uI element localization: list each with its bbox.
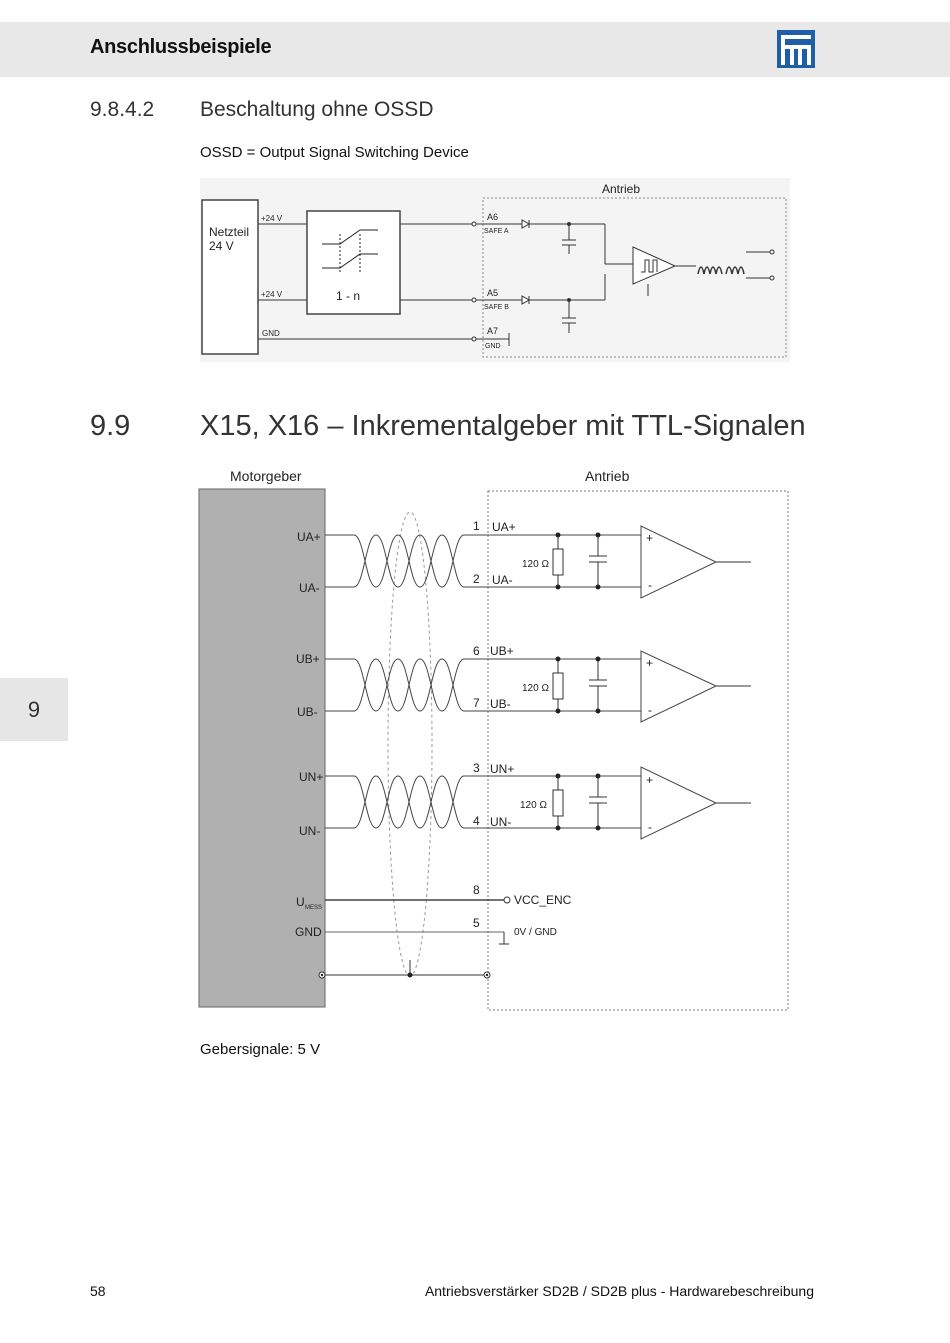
psu-box [201, 199, 259, 355]
motor-coil-1 [697, 266, 723, 275]
resistor-a-label: 120 Ω [522, 559, 549, 570]
encoder-label: Motorgeber [230, 468, 302, 484]
enc-u-mess-sub: MESS [305, 905, 322, 911]
switch-contact-1 [322, 229, 378, 245]
footer-title: Antriebsverstärker SD2B / SD2B plus - Ha… [424, 1283, 814, 1299]
label-gnd-small: GND [485, 343, 501, 350]
section-number: 9.9 [90, 410, 131, 442]
label-safe-a: SAFE A [484, 228, 509, 235]
pwm-amplifier [632, 246, 677, 285]
comparator-b [640, 650, 718, 723]
drive-box-2 [487, 490, 789, 1011]
section-title: X15, X16 – Inkrementalgeber mit TTL-Sign… [200, 410, 806, 442]
comparator-a-minus: - [648, 578, 652, 592]
subsection-title: Beschaltung ohne OSSD [200, 98, 434, 121]
chapter-tab: 9 [0, 678, 68, 741]
encoder-box [198, 488, 326, 1008]
enc-ua-plus: UA+ [297, 530, 321, 544]
diode-b [521, 295, 531, 305]
enc-ua-minus: UA- [299, 581, 320, 595]
resistor-b-label: 120 Ω [522, 683, 549, 694]
comparator-a-plus: + [646, 531, 653, 545]
switch-box [306, 210, 401, 315]
drive-box-1 [482, 197, 787, 358]
gnd-0v-label: 0V / GND [514, 927, 557, 938]
pin-8: 8 [473, 883, 480, 897]
sig-ua-minus: UA- [492, 573, 513, 587]
termination-b [552, 659, 607, 711]
pin-1: 1 [473, 519, 480, 533]
label-a6: A6 [487, 212, 498, 222]
pin-6: 6 [473, 644, 480, 658]
sig-un-minus: UN- [490, 815, 511, 829]
label-safe-b: SAFE B [484, 304, 509, 311]
psu-label-line2: 24 V [209, 239, 234, 253]
drive-label-1: Antrieb [602, 182, 640, 196]
comparator-a [640, 525, 718, 599]
comparator-b-plus: + [646, 656, 653, 670]
ossd-wiring-diagram: Antrieb Netzteil 24 V +24 V +24 V GND 1 … [200, 178, 790, 362]
comparator-n-minus: - [648, 820, 652, 834]
pin-4: 4 [473, 814, 480, 828]
termination-n [552, 776, 607, 828]
sig-ua-plus: UA+ [492, 520, 516, 534]
terminal-vcc-enc [503, 896, 511, 904]
diagram1-background [200, 178, 790, 362]
label-a7: A7 [487, 326, 498, 336]
comparator-n-plus: + [646, 773, 653, 787]
company-logo [777, 30, 815, 68]
pin-5: 5 [473, 916, 480, 930]
twisted-pair-b [325, 658, 641, 712]
enc-un-plus: UN+ [299, 770, 323, 784]
termination-a [552, 535, 607, 587]
enc-ub-plus: UB+ [296, 652, 320, 666]
sig-ub-minus: UB- [490, 697, 511, 711]
header-title: Anschlussbeispiele [90, 36, 272, 58]
diode-a [521, 219, 531, 229]
comparator-b-minus: - [648, 703, 652, 717]
pin-7: 7 [473, 696, 480, 710]
pin-3: 3 [473, 761, 480, 775]
label-gnd-1: GND [262, 329, 280, 338]
drive-label-2: Antrieb [585, 468, 630, 484]
footer-page-number: 58 [90, 1283, 106, 1299]
subsection-number: 9.8.4.2 [90, 98, 155, 121]
enc-un-minus: UN- [299, 824, 320, 838]
label-24v-top: +24 V [261, 214, 283, 223]
sig-un-plus: UN+ [490, 762, 514, 776]
twisted-pair-n [325, 775, 641, 829]
encoder-signals-note: Gebersignale: 5 V [200, 1041, 321, 1058]
switch-contact-2 [322, 253, 378, 269]
enc-u-mess: U [296, 895, 305, 909]
sig-ub-plus: UB+ [490, 644, 514, 658]
label-a5: A5 [487, 288, 498, 298]
psu-label-line1: Netzteil [209, 225, 249, 239]
ossd-definition: OSSD = Output Signal Switching Device [200, 144, 469, 161]
label-24v-bottom: +24 V [261, 290, 283, 299]
enc-ub-minus: UB- [297, 705, 318, 719]
resistor-n-label: 120 Ω [520, 800, 547, 811]
encoder-wiring-diagram: Motorgeber Antrieb UA+ UA- UB+ UB- UN+ U… [198, 468, 789, 1011]
comparator-n [640, 766, 718, 840]
vcc-enc-label: VCC_ENC [514, 893, 572, 907]
motor-coil-2 [725, 266, 745, 275]
enc-gnd: GND [295, 925, 322, 939]
pin-2: 2 [473, 572, 480, 586]
switch-label: 1 - n [336, 289, 360, 303]
twisted-pair-a [325, 534, 641, 588]
